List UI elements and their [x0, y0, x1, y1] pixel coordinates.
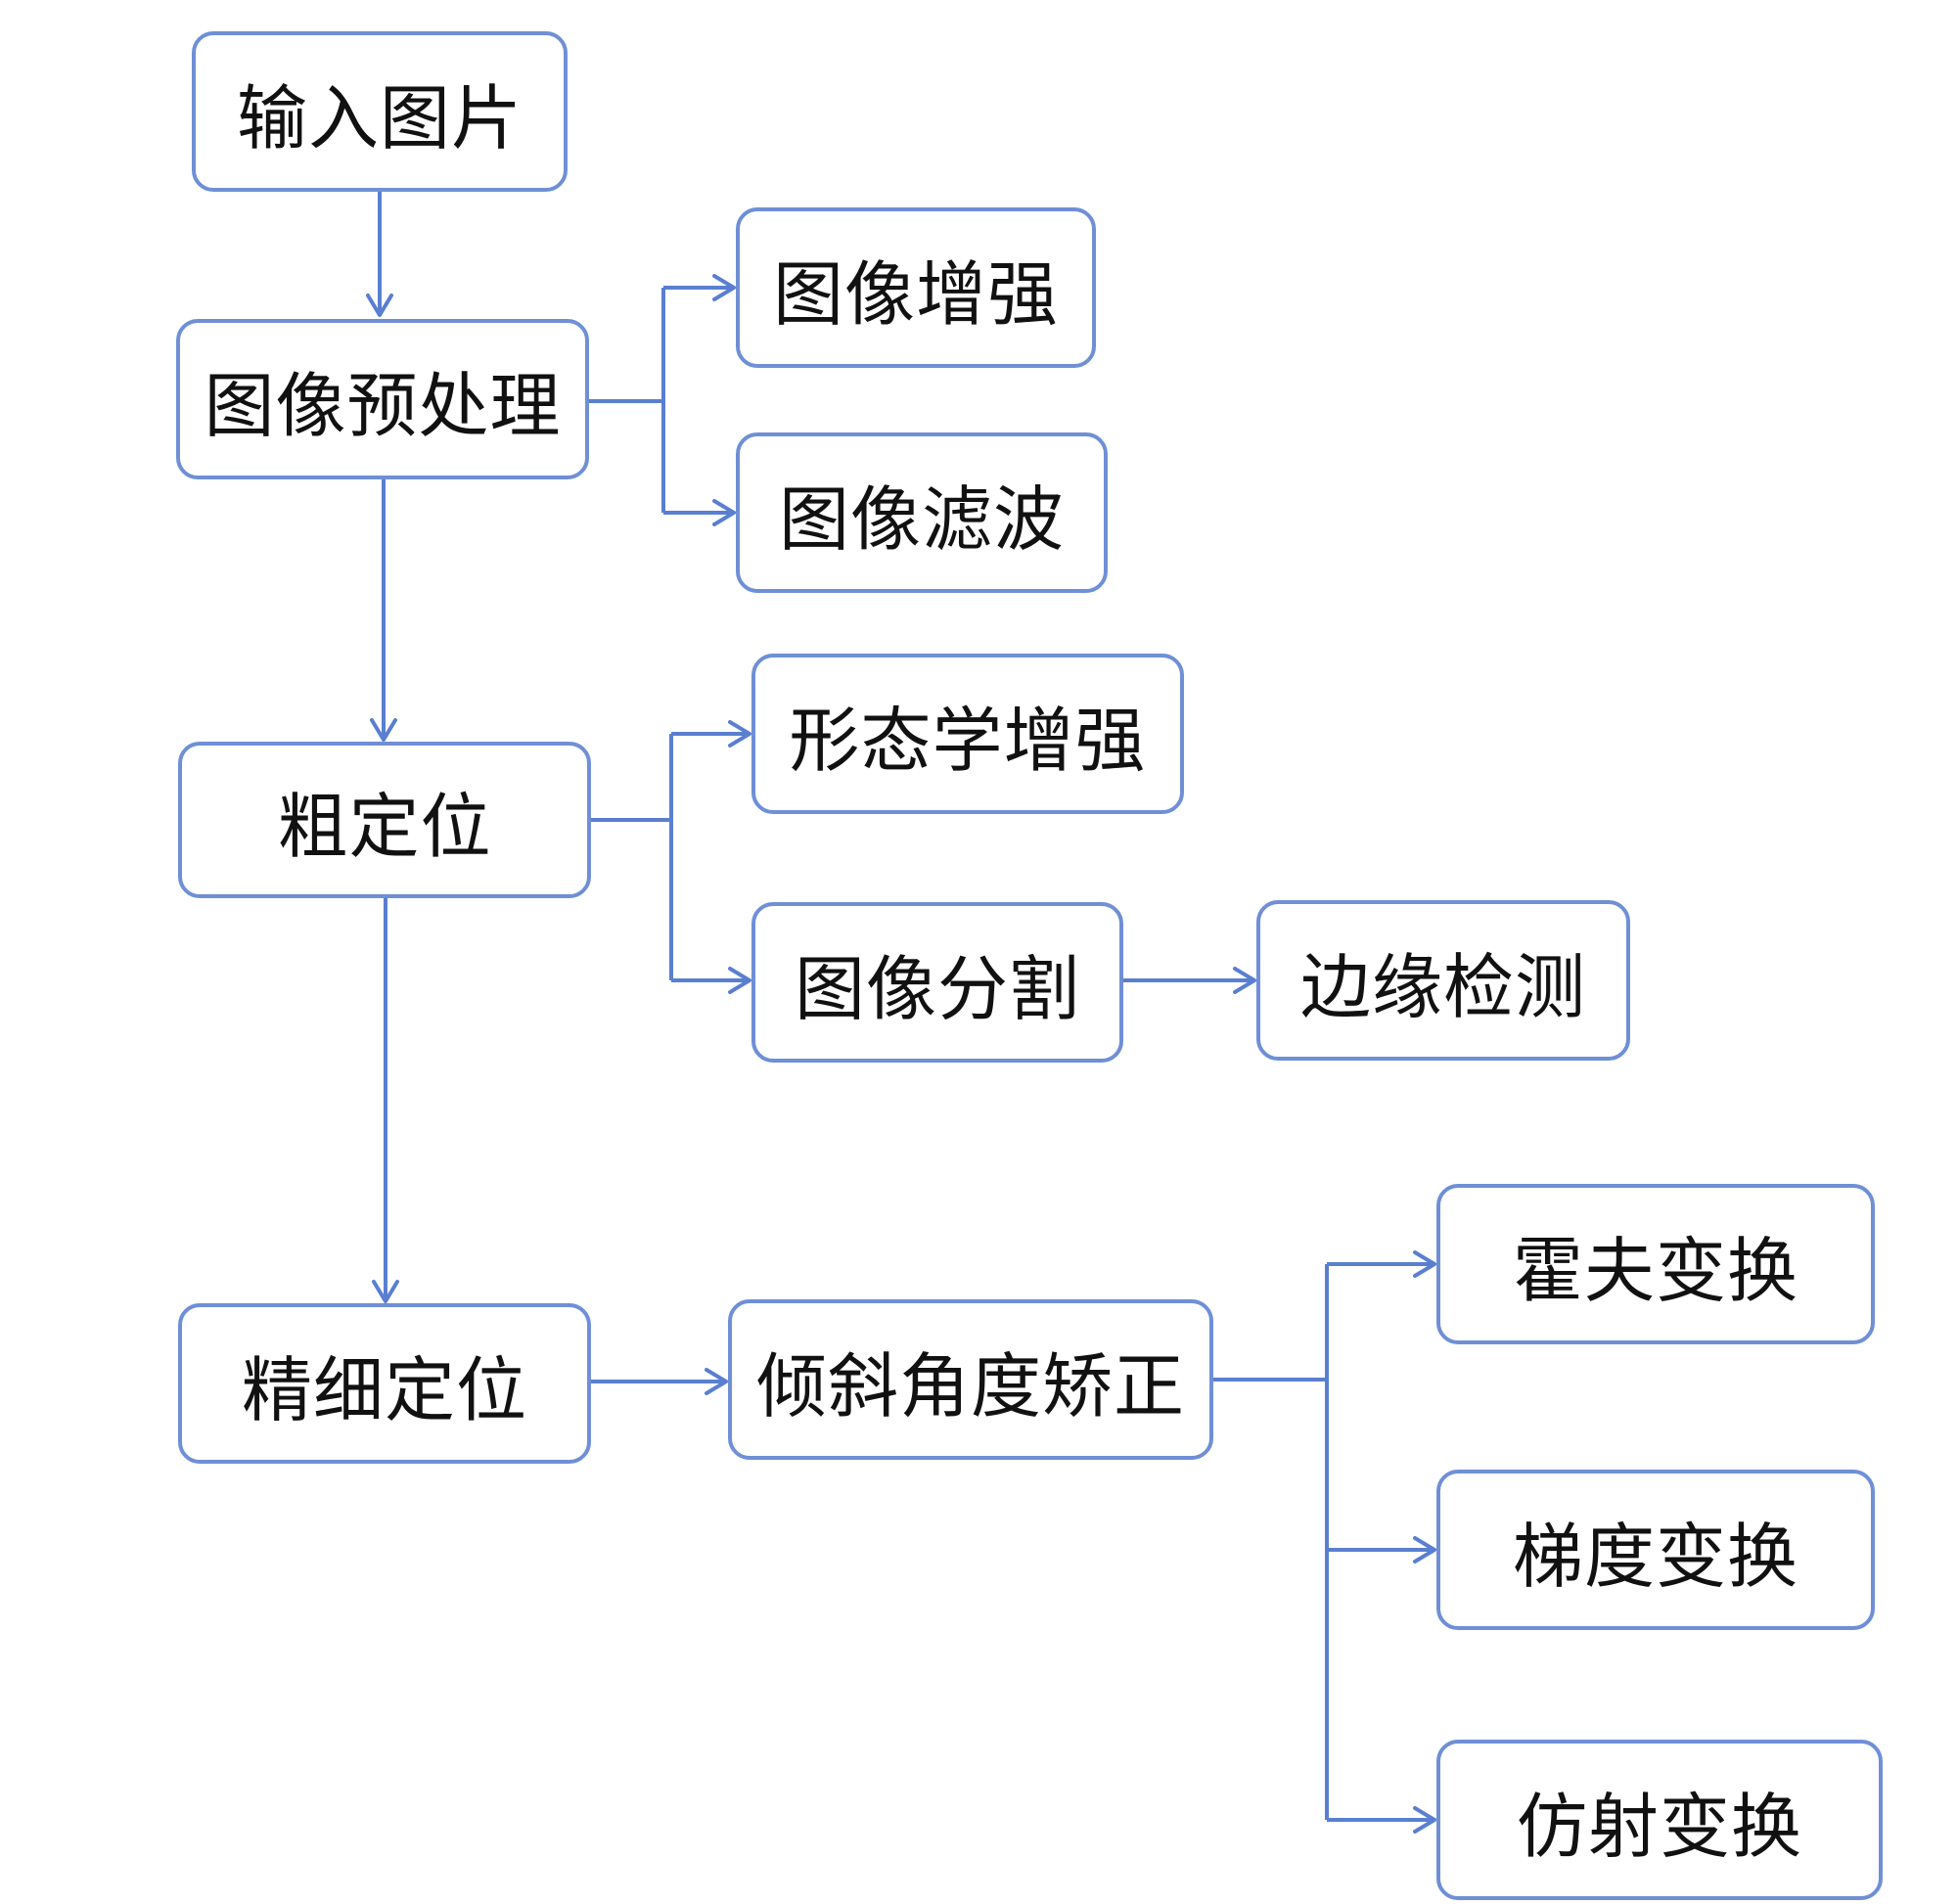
edge-preprocess-to-coarse	[370, 479, 397, 742]
node-tilt-correct: 倾斜角度矫正	[728, 1299, 1213, 1460]
node-affine-transform: 仿射变换	[1436, 1740, 1883, 1900]
node-coarse-locate: 粗定位	[178, 742, 591, 898]
edge-tilt-branch	[1213, 1250, 1436, 1834]
edge-segment-to-edge	[1123, 967, 1256, 994]
node-edge-detect: 边缘检测	[1256, 900, 1630, 1061]
node-gradient-transform: 梯度变换	[1436, 1470, 1875, 1630]
node-fine-locate: 精细定位	[178, 1303, 591, 1464]
edge-input-to-preprocess	[366, 192, 393, 317]
node-morph-enhance: 形态学增强	[751, 654, 1184, 814]
edge-fine-to-tilt	[591, 1368, 728, 1395]
node-image-segment: 图像分割	[751, 902, 1123, 1063]
edge-coarse-branch	[591, 720, 751, 994]
node-preprocess: 图像预处理	[176, 319, 589, 479]
node-image-enhance: 图像增强	[736, 207, 1096, 368]
edge-coarse-to-fine	[372, 898, 399, 1303]
node-image-filter: 图像滤波	[736, 432, 1108, 593]
node-input-image: 输入图片	[192, 31, 568, 192]
edge-preprocess-branch	[589, 274, 736, 526]
node-hough-transform: 霍夫变换	[1436, 1184, 1875, 1344]
